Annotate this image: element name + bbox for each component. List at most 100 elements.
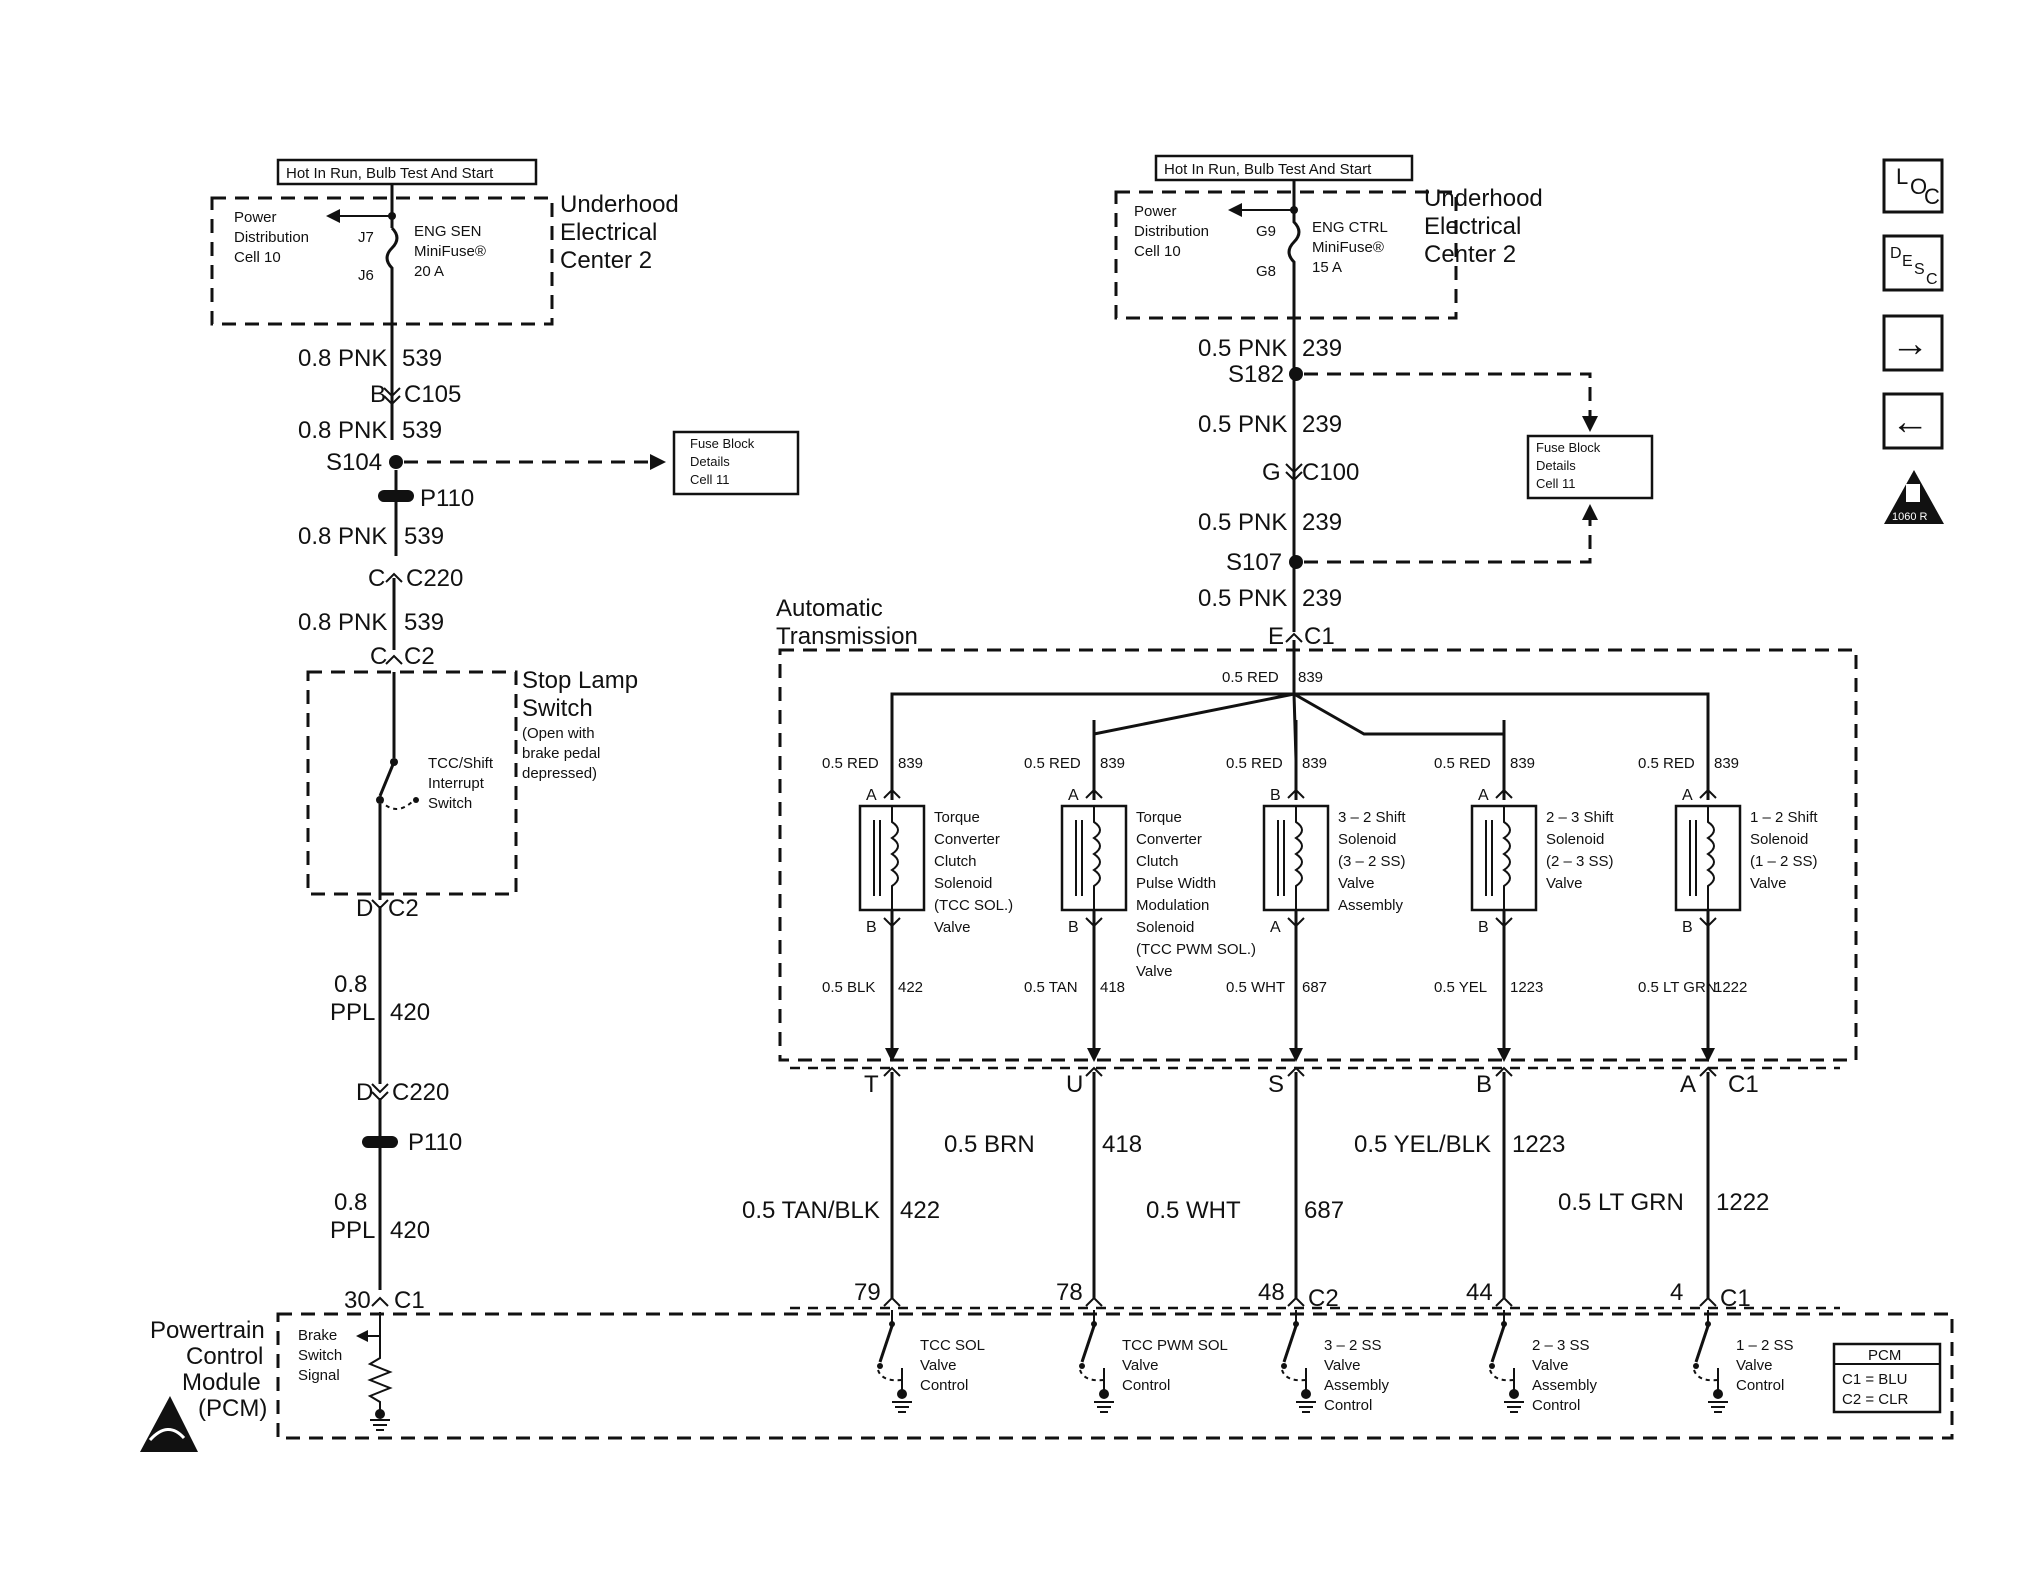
left-w4-num: 539 (404, 609, 444, 636)
next-button[interactable]: → (1882, 314, 1944, 372)
right-c1: C1 (1304, 623, 1335, 650)
pcm-box (276, 1312, 1954, 1440)
pcm-driver-blade (1080, 1325, 1096, 1363)
left-c220-connector (385, 572, 403, 583)
left-pd-2: Distribution (234, 229, 309, 246)
solenoid-name-line: Solenoid (1338, 831, 1396, 848)
pcm-driver-link (1693, 1369, 1719, 1382)
left-fuseblock-3: Cell 11 (690, 472, 730, 487)
solenoid-core-icon (873, 820, 881, 896)
pcm-pin-label: 4 (1670, 1279, 1683, 1306)
left-c105-connector (383, 387, 401, 406)
solenoid-name-line: Modulation (1136, 897, 1209, 914)
solenoid-name-line: Solenoid (1546, 831, 1604, 848)
solenoid-name-line: Clutch (934, 853, 977, 870)
solenoid-core-icon (1075, 820, 1083, 896)
solenoid-out-num: 687 (1302, 979, 1327, 996)
pcm-driver-blade (1694, 1325, 1710, 1363)
left-w5-gauge-2: PPL (330, 999, 375, 1026)
left-c220b-pin: D (356, 1079, 373, 1106)
solenoid-out-num: 422 (898, 979, 923, 996)
left-uec-title-3: Center 2 (560, 247, 652, 274)
left-pcm-conn: C1 (394, 1287, 425, 1314)
pcm-driver-pivot (1079, 1363, 1085, 1369)
left-s104-splice (389, 455, 403, 469)
pcm-pin-label: 48 (1258, 1279, 1285, 1306)
loc-letter-1: L (1896, 164, 1908, 189)
solenoid-feed-num: 839 (1714, 755, 1739, 772)
solenoid-coil-icon (1092, 806, 1101, 910)
left-c2b-pin: D (356, 895, 373, 922)
desc-button[interactable]: D E S C (1882, 234, 1944, 292)
pcm-title-4: (PCM) (198, 1395, 267, 1422)
loc-button[interactable]: L O C (1882, 158, 1944, 214)
solenoid-core-icon (1277, 820, 1285, 896)
left-w2-num: 539 (402, 417, 442, 444)
solenoid-name-line: (2 – 3 SS) (1546, 853, 1614, 870)
pcm-connector (1699, 1296, 1717, 1307)
switch-actuator-link (379, 799, 415, 810)
next-button-frame[interactable] (1882, 314, 1944, 372)
switch-name-2: Interrupt (428, 775, 485, 792)
prev-button-frame[interactable] (1882, 392, 1944, 450)
solenoid-name-line: Valve (1750, 875, 1786, 892)
left-p110b: P110 (408, 1129, 462, 1156)
solenoid-top-pin: B (1270, 787, 1281, 804)
switch-note-1: (Open with (522, 725, 595, 742)
pcm-driver-contact (1501, 1321, 1507, 1327)
pcm-driver-label: 3 – 2 SS (1324, 1337, 1382, 1354)
solenoid-out-arrowhead (1289, 1048, 1303, 1062)
solenoid-name-line: Converter (934, 831, 1000, 848)
right-pd-1: Power (1134, 203, 1177, 220)
solenoid-out-gauge: 0.5 TAN (1024, 979, 1078, 996)
left-w2-gauge: 0.8 PNK (298, 417, 387, 444)
trans-connector (1495, 1066, 1513, 1077)
pcm-driver-label: Control (1122, 1377, 1170, 1394)
solenoid-out-arrowhead (1497, 1048, 1511, 1062)
pcm-driver-contact (1091, 1321, 1097, 1327)
solenoid-feed-gauge: 0.5 RED (822, 755, 879, 772)
left-w4-gauge: 0.8 PNK (298, 609, 387, 636)
solenoid-top-connector (883, 788, 901, 799)
left-w3-gauge: 0.8 PNK (298, 523, 387, 550)
switch-title-2: Switch (522, 695, 593, 722)
solenoid-out-num: 1223 (1510, 979, 1543, 996)
right-fuse-2: MiniFuse® (1312, 239, 1384, 256)
bus-branch-4 (1293, 692, 1506, 760)
pcm-title-3: Module (182, 1369, 261, 1396)
left-uec-title-2: Electrical (560, 219, 657, 246)
brake-ground-icon (370, 1419, 390, 1431)
left-fuse-node (388, 212, 396, 220)
pcm-driver-link (1079, 1369, 1105, 1382)
solenoid-name-line: Pulse Width (1136, 875, 1216, 892)
right-fuse-1: ENG CTRL (1312, 219, 1388, 236)
right-w4-gauge: 0.5 PNK (1198, 585, 1287, 612)
solenoid-top-connector (1699, 788, 1717, 799)
solenoid-top-connector (1085, 788, 1103, 799)
pcm-connector (1495, 1296, 1513, 1307)
right-pd-3: Cell 10 (1134, 243, 1181, 260)
solenoid-name-line: Converter (1136, 831, 1202, 848)
desc-button-frame[interactable] (1882, 234, 1944, 292)
loc-letter-3: C (1924, 184, 1940, 209)
prev-button[interactable]: ← (1882, 392, 1944, 450)
prev-arrow-icon: ← (1891, 401, 1929, 443)
solenoid-name-line: (3 – 2 SS) (1338, 853, 1406, 870)
brake-signal-arrowhead (356, 1330, 368, 1342)
pcm-pin-label: 44 (1466, 1279, 1493, 1306)
solenoid-coil-icon (1502, 806, 1511, 910)
trans-c1-label: C1 (1728, 1071, 1759, 1098)
pcm-pin-label: 79 (854, 1279, 881, 1306)
warning-button[interactable]: 1060 R (1884, 470, 1944, 524)
solenoid-feed-num: 839 (1100, 755, 1125, 772)
pcm-driver-label: Assembly (1532, 1377, 1598, 1394)
loc-button-frame[interactable] (1882, 158, 1944, 214)
right-w1-num: 239 (1302, 335, 1342, 362)
right-fuseblock-2: Details (1536, 458, 1576, 473)
solenoid-out-gauge: 0.5 LT GRN (1638, 979, 1717, 996)
switch-blade (378, 761, 396, 797)
brake-ground-node (375, 1409, 385, 1419)
solenoid-name-line: Solenoid (1750, 831, 1808, 848)
left-c220b-connector (371, 1083, 389, 1102)
solenoid-bottom-pin: B (1068, 919, 1079, 936)
